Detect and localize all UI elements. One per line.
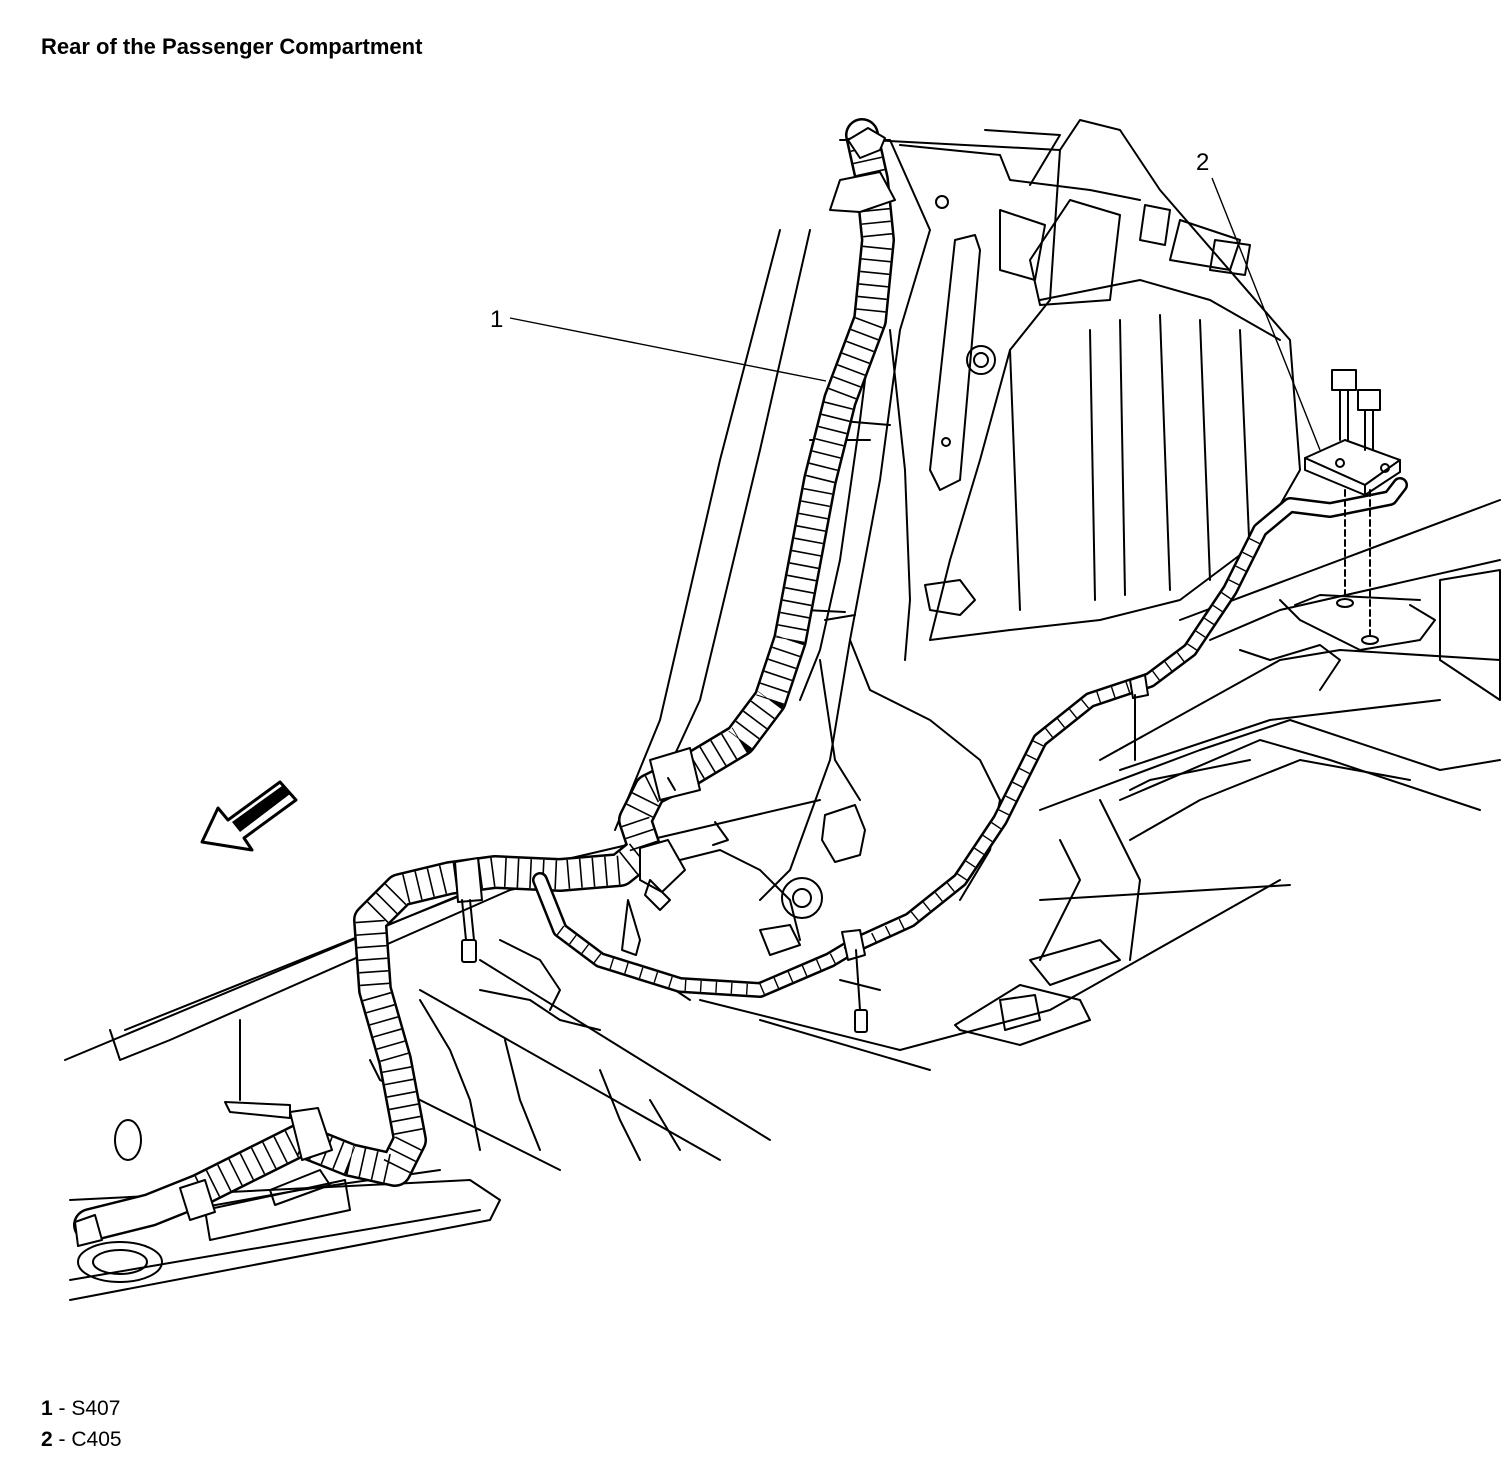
front-direction-arrow-icon <box>200 780 298 852</box>
legend-item-label: S407 <box>71 1397 121 1420</box>
legend-item: 2 - C405 <box>41 1424 122 1455</box>
callout-legend: 1 - S407 2 - C405 <box>41 1393 122 1455</box>
harness-diagram: 1 2 <box>64 118 1501 1301</box>
legend-separator: - <box>52 1428 72 1451</box>
connector-c405 <box>1304 369 1401 645</box>
harness-s407 <box>73 118 896 1247</box>
callout-2: 2 <box>1196 149 1321 451</box>
callout-1: 1 <box>490 306 827 382</box>
page-title: Rear of the Passenger Compartment <box>41 34 423 59</box>
legend-separator: - <box>52 1397 72 1420</box>
callout-1-number: 1 <box>490 306 503 333</box>
harness-c405-branch <box>532 477 1408 1033</box>
rear-body-panel <box>869 119 1301 641</box>
legend-item-number: 1 <box>41 1397 53 1420</box>
legend-item: 1 - S407 <box>41 1393 122 1424</box>
legend-item-label: C405 <box>71 1428 122 1451</box>
callout-2-number: 2 <box>1196 149 1209 176</box>
legend-item-number: 2 <box>41 1428 53 1451</box>
